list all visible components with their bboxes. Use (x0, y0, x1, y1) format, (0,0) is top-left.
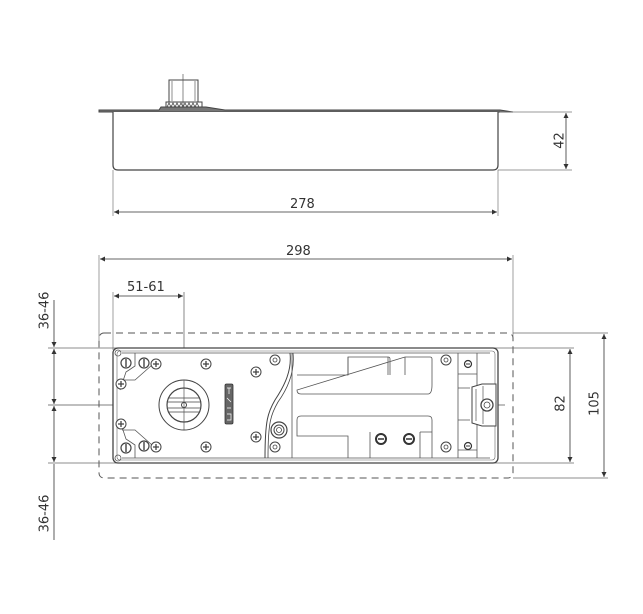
dim-spindle-offset: 51-61 (127, 280, 165, 295)
dim-overall-length: 298 (286, 244, 311, 259)
dim-bottom-offset: 36-46 (37, 494, 53, 533)
spindle (165, 74, 203, 116)
dim-overall-width: 105 (587, 391, 603, 416)
top-view (48, 255, 608, 540)
dim-side-height: 42 (552, 132, 568, 149)
dim-top-offset: 36-46 (37, 291, 53, 330)
dim-body-width: 82 (553, 395, 569, 412)
spindle-top (158, 379, 210, 431)
side-view (98, 74, 572, 216)
dim-side-length: 278 (290, 197, 315, 212)
